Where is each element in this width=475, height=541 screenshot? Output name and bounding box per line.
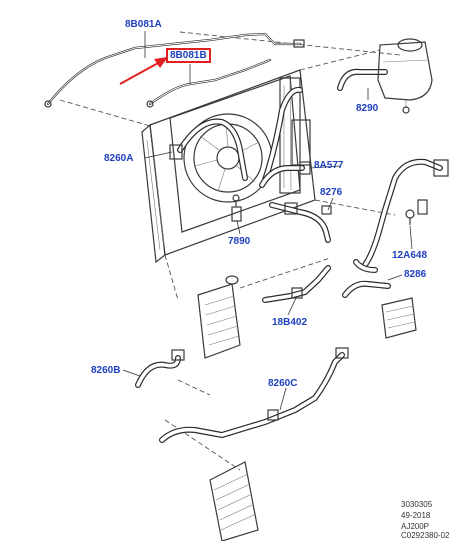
radiator-hose-8260c [159,347,349,443]
red-pointer-arrow [119,57,168,85]
callout-7890: 7890 [228,236,251,247]
radiator-hose-8260b [135,349,185,388]
expansion-tank-hose-8290 [337,38,433,114]
hose-12a648 [362,158,449,268]
sensor-7890 [231,194,242,222]
bottom-radiator [209,461,259,541]
tube-8b081a [44,32,305,108]
charge-air-cooler [197,275,241,359]
callout-8b081a: 8B081A [125,19,162,30]
reference-illustration-id: C0292380-02 [401,531,450,540]
radiator-hose-8260a [169,86,303,183]
callout-18b402: 18B402 [272,317,308,328]
callout-leaders [122,31,413,411]
callout-8286: 8286 [404,269,427,280]
reference-number: 3030305 [401,500,433,509]
callout-8260c: 8260C [268,378,298,389]
callout-8290: 8290 [356,103,379,114]
callout-8b081b: 8B081B [166,48,211,63]
callout-8a577: 8A577 [314,160,344,171]
callout-8260a: 8260A [104,153,134,164]
assembly-leader-lines [59,31,401,471]
hose-8286 [342,259,391,298]
reference-date: 49-2018 [401,511,431,520]
oil-cooler [381,297,417,339]
callout-8276: 8276 [320,187,343,198]
tube-8b081b [146,58,272,108]
tube-18b402 [262,265,331,303]
callout-12a648: 12A648 [392,250,428,261]
hose-8276 [269,202,332,243]
callout-8260b: 8260B [91,365,121,376]
reference-engine-code: AJ200P [401,522,430,531]
